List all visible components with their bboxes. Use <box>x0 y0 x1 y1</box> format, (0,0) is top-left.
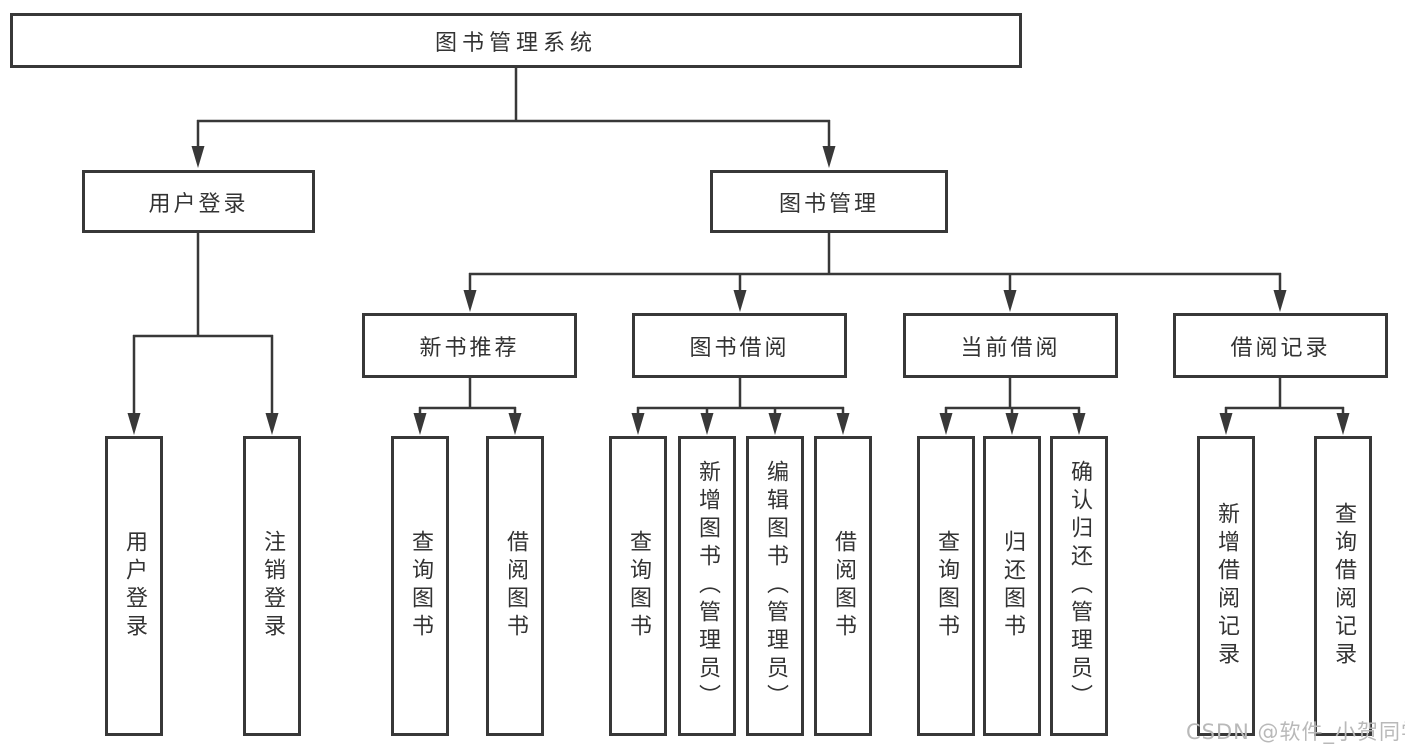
node-leaf-query-books-recommend: 查询图书 <box>391 436 449 736</box>
node-library-management-system: 图书管理系统 <box>10 13 1022 68</box>
node-leaf-query-books-borrow: 查询图书 <box>609 436 667 736</box>
leaf-label: 新增图书（管理员） <box>695 460 720 712</box>
connector-user-login-to-leaves <box>127 233 279 435</box>
node-leaf-user-login: 用户登录 <box>105 436 163 736</box>
node-leaf-borrow-books-recommend: 借阅图书 <box>486 436 544 736</box>
leaf-label: 归还图书 <box>1000 530 1025 642</box>
connector-current-borrow-to-leaves <box>939 378 1086 435</box>
node-new-book-recommend: 新书推荐 <box>362 313 577 378</box>
connector-book-management-to-level3 <box>463 233 1287 312</box>
node-leaf-confirm-return-admin: 确认归还（管理员） <box>1050 436 1108 736</box>
connector-book-borrow-to-leaves <box>631 378 850 435</box>
connector-borrow-records-to-leaves <box>1219 378 1350 435</box>
csdn-watermark: CSDN @软件_小贺同学 <box>1186 720 1405 744</box>
node-user-login-branch: 用户登录 <box>82 170 315 233</box>
leaf-label: 查询图书 <box>626 530 651 642</box>
leaf-label: 新增借阅记录 <box>1214 502 1239 670</box>
leaf-label: 编辑图书（管理员） <box>763 460 788 712</box>
node-leaf-add-borrow-record: 新增借阅记录 <box>1197 436 1255 736</box>
leaf-label: 确认归还（管理员） <box>1067 460 1092 712</box>
node-leaf-return-books: 归还图书 <box>983 436 1041 736</box>
leaf-label: 用户登录 <box>122 530 147 642</box>
leaf-label: 查询图书 <box>934 530 959 642</box>
leaf-label: 查询图书 <box>408 530 433 642</box>
leaf-label: 注销登录 <box>260 530 285 642</box>
node-current-borrow: 当前借阅 <box>903 313 1118 378</box>
node-leaf-add-books-admin: 新增图书（管理员） <box>678 436 736 736</box>
leaf-label: 借阅图书 <box>831 530 856 642</box>
node-borrow-records: 借阅记录 <box>1173 313 1388 378</box>
node-leaf-query-books-current: 查询图书 <box>917 436 975 736</box>
node-book-borrow: 图书借阅 <box>632 313 847 378</box>
connector-new-book-recommend-to-leaves <box>413 378 522 435</box>
node-leaf-query-borrow-record: 查询借阅记录 <box>1314 436 1372 736</box>
connector-root-to-level2 <box>191 68 836 168</box>
node-leaf-edit-books-admin: 编辑图书（管理员） <box>746 436 804 736</box>
node-leaf-borrow-books: 借阅图书 <box>814 436 872 736</box>
node-book-management-branch: 图书管理 <box>710 170 948 233</box>
node-leaf-logout: 注销登录 <box>243 436 301 736</box>
leaf-label: 借阅图书 <box>503 530 528 642</box>
leaf-label: 查询借阅记录 <box>1331 502 1356 670</box>
